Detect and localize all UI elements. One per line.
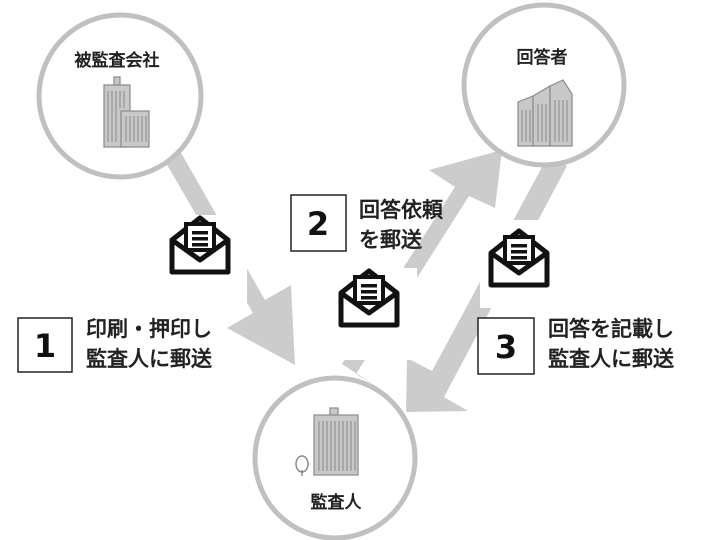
open-envelope-icon bbox=[169, 215, 231, 275]
step-1: 1 印刷・押印し 監査人に郵送 bbox=[17, 317, 213, 373]
step-3: 3 回答を記載し 監査人に郵送 bbox=[477, 317, 675, 375]
step-number-box bbox=[477, 317, 535, 375]
step-text-line1: 回答依頼 bbox=[359, 198, 444, 222]
node-respondent: 回答者 bbox=[461, 2, 627, 168]
step-number-box bbox=[290, 194, 347, 252]
open-envelope-icon bbox=[488, 228, 550, 288]
step-number: 3 bbox=[495, 328, 517, 366]
node-label: 被監査会社 bbox=[75, 50, 160, 71]
open-envelope-icon bbox=[338, 268, 400, 328]
node-auditor: 監査人 bbox=[252, 375, 418, 540]
step-2: 2 回答依頼 を郵送 bbox=[290, 194, 444, 252]
office-tower-icon bbox=[313, 407, 359, 476]
node-label: 回答者 bbox=[517, 47, 568, 68]
step-number-box bbox=[17, 317, 73, 373]
node-label: 監査人 bbox=[311, 492, 363, 513]
office-buildings-icon bbox=[103, 76, 150, 148]
arrow-company-to-auditor bbox=[140, 151, 295, 365]
node-audited-company: 被監査会社 bbox=[36, 12, 204, 180]
step-text-line2: を郵送 bbox=[359, 228, 423, 252]
step-number: 2 bbox=[307, 205, 329, 243]
step-text-line2: 監査人に郵送 bbox=[548, 347, 675, 371]
step-text-line2: 監査人に郵送 bbox=[86, 347, 213, 371]
tree-icon bbox=[295, 455, 309, 476]
step-text-line1: 印刷・押印し bbox=[86, 317, 212, 341]
step-number: 1 bbox=[34, 327, 56, 365]
step-text-line1: 回答を記載し bbox=[548, 317, 674, 341]
node-circle bbox=[461, 2, 627, 168]
modern-building-icon bbox=[517, 79, 573, 147]
